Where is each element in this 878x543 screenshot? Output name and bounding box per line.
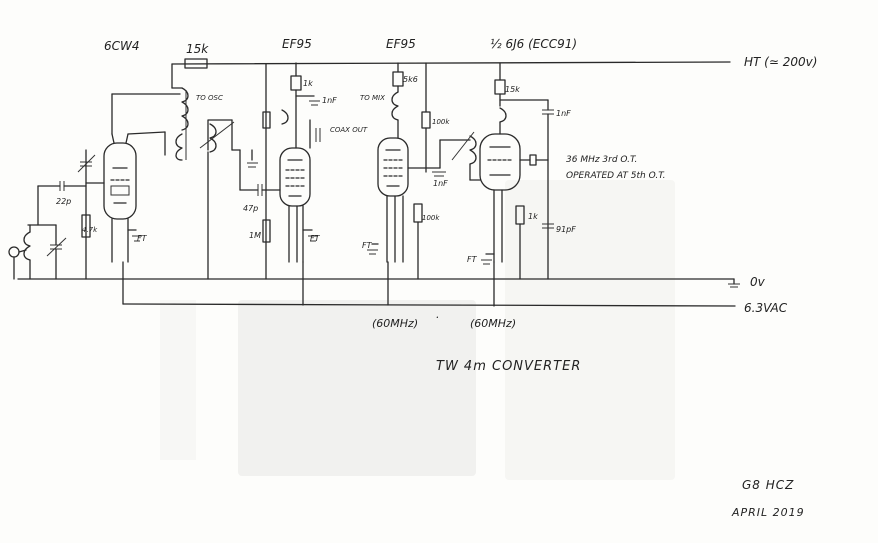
- v3-anode-circuit: [391, 62, 446, 177]
- valve-4-label: ½ 6J6 (ECC91): [490, 37, 577, 51]
- valve-ef95-mixer: [279, 147, 311, 263]
- drawing-date: APRIL 2019: [731, 506, 805, 519]
- diagram-title: TW 4m CONVERTER: [436, 359, 581, 374]
- v2-cathode-ft: [302, 229, 318, 242]
- zero-volt-rail: [17, 278, 740, 288]
- mhz-label-left: (60MHz): [372, 317, 418, 330]
- v2-anode-cap-label: 1nF: [322, 96, 337, 105]
- v4-anode-cap-label: 1nF: [556, 109, 571, 118]
- resistor-15k-ht: [184, 58, 208, 69]
- to-mix-label: TO MIX: [360, 94, 385, 102]
- v2-cathode-ft-label: FT: [310, 234, 321, 243]
- v2-anode-circuit: [262, 62, 321, 280]
- valve-1-label: 6CW4: [104, 39, 140, 53]
- author-callsign: G8 HCZ: [742, 478, 794, 492]
- v3-anode-resistor-label: 5k6: [403, 75, 418, 84]
- v1-grid-tuned-circuit: [8, 149, 105, 280]
- valve-6cw4: [103, 133, 137, 263]
- osc-coupling-coil: [199, 119, 241, 280]
- v2-grid-resistor-label: 1M: [249, 231, 261, 240]
- to-osc-label: TO OSC: [196, 94, 223, 102]
- v4-cathode-resistor-label: 1k: [528, 212, 538, 221]
- v2-grid-circuit: [239, 149, 281, 243]
- v2-grid-cap-label: 47p: [243, 204, 258, 213]
- coax-out-label: COAX OUT: [330, 126, 368, 134]
- ht-rail-label: HT (≃ 200v): [744, 55, 817, 69]
- v3-cathode-circuit: [367, 203, 423, 280]
- v4-cathode-circuit: [481, 205, 554, 280]
- zero-volt-label: 0v: [750, 275, 766, 289]
- v4-decoupling-cap-label: 91pF: [556, 225, 576, 234]
- valve-3-label: EF95: [386, 37, 416, 51]
- v4-anode-circuit: [494, 62, 554, 280]
- separator-dot: .: [436, 308, 440, 321]
- valve-ef95-amp: [377, 137, 409, 263]
- v1-grid-resistor-label: 4.7k: [82, 226, 98, 234]
- v1-anode-circuit: [111, 87, 189, 161]
- v2-anode-resistor-label: 1k: [303, 79, 313, 88]
- mhz-label-right: (60MHz): [470, 317, 516, 330]
- v3-screen-resistor-label: 100k: [432, 118, 450, 126]
- v3-screen-cap-label: 1nF: [433, 179, 448, 188]
- v1-cathode-ft-label: FT: [137, 234, 148, 243]
- heater-rail-label: 6.3VAC: [744, 301, 788, 315]
- v3-cathode-ft-label: FT: [362, 241, 373, 250]
- v1-grid-cap-label: 22p: [56, 197, 71, 206]
- v3-coupling-to-v4: [439, 131, 481, 181]
- heater-rail: [122, 261, 736, 307]
- v4-cathode-ft-label: FT: [467, 255, 478, 264]
- v1-cathode-ft: [127, 229, 142, 242]
- valve-6j6-osc: [479, 133, 521, 263]
- ht-rail: [171, 61, 731, 89]
- v4-anode-resistor-label: 15k: [505, 85, 520, 94]
- overtone-note: OPERATED AT 5th O.T.: [566, 171, 665, 181]
- ht-resistor-label: 15k: [186, 42, 209, 56]
- valve-2-label: EF95: [282, 37, 312, 51]
- crystal-note: 36 MHz 3rd O.T.: [566, 155, 637, 165]
- v3-cathode-resistor-label: 100k: [422, 214, 440, 222]
- labels: 6CW4 15k EF95 EF95 ½ 6J6 (ECC91) HT (≃ 2…: [56, 37, 817, 519]
